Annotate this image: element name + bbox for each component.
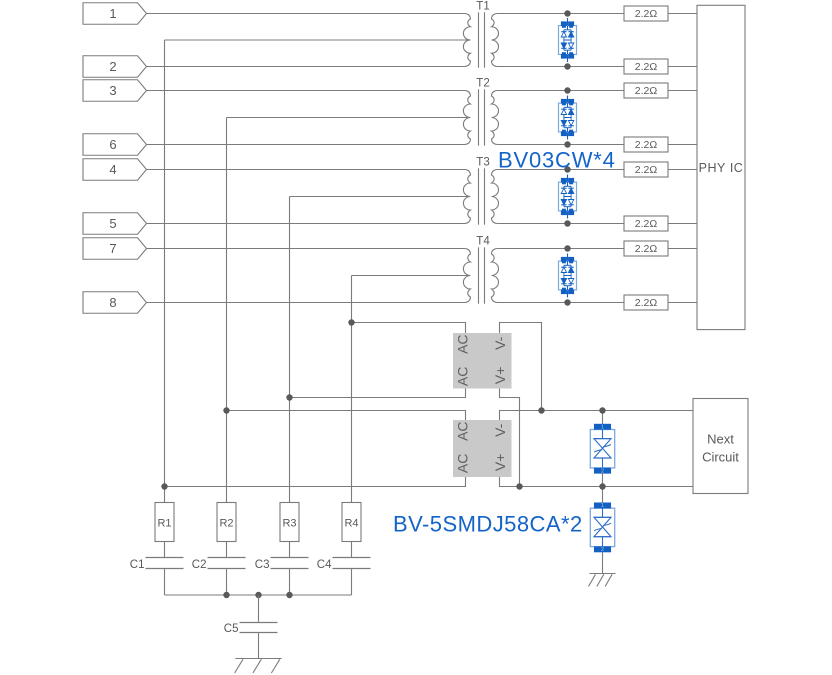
- svg-text:T4: T4: [476, 236, 490, 248]
- svg-text:V+: V+: [492, 454, 508, 472]
- svg-text:2.2Ω: 2.2Ω: [635, 85, 658, 97]
- svg-text:T2: T2: [476, 78, 489, 90]
- svg-text:R3: R3: [282, 518, 296, 530]
- svg-text:2.2Ω: 2.2Ω: [635, 243, 658, 255]
- svg-text:2.2Ω: 2.2Ω: [635, 164, 658, 176]
- svg-text:R2: R2: [219, 518, 233, 530]
- svg-text:T3: T3: [476, 157, 489, 169]
- svg-text:Circuit: Circuit: [702, 450, 739, 465]
- svg-text:AC: AC: [454, 454, 470, 473]
- svg-text:2: 2: [109, 59, 116, 74]
- svg-text:5: 5: [109, 216, 116, 231]
- svg-text:1: 1: [109, 6, 116, 21]
- svg-text:R4: R4: [344, 518, 358, 530]
- svg-text:T1: T1: [476, 1, 489, 13]
- svg-text:2: 2: [601, 547, 604, 553]
- svg-text:PHY IC: PHY IC: [699, 161, 744, 175]
- svg-text:C4: C4: [317, 559, 332, 571]
- svg-text:4: 4: [109, 162, 116, 177]
- svg-text:C1: C1: [130, 559, 145, 571]
- svg-text:V-: V-: [492, 423, 508, 437]
- svg-text:AC: AC: [454, 334, 470, 353]
- svg-text:AC: AC: [454, 421, 470, 440]
- svg-text:C3: C3: [255, 559, 270, 571]
- svg-text:3: 3: [109, 83, 116, 98]
- svg-text:Next: Next: [707, 432, 734, 447]
- svg-text:2.2Ω: 2.2Ω: [635, 61, 658, 73]
- svg-text:2.2Ω: 2.2Ω: [635, 218, 658, 230]
- svg-text:8: 8: [109, 295, 116, 310]
- svg-text:1: 1: [601, 425, 604, 431]
- svg-text:2.2Ω: 2.2Ω: [635, 139, 658, 151]
- svg-text:7: 7: [109, 241, 116, 256]
- svg-text:AC: AC: [454, 367, 470, 386]
- svg-text:BV03CW*4: BV03CW*4: [498, 148, 616, 173]
- svg-text:V+: V+: [492, 367, 508, 385]
- svg-text:2.2Ω: 2.2Ω: [635, 8, 658, 20]
- svg-text:C2: C2: [192, 559, 207, 571]
- svg-text:2: 2: [601, 469, 604, 475]
- svg-text:R1: R1: [157, 518, 171, 530]
- svg-text:BV-5SMDJ58CA*2: BV-5SMDJ58CA*2: [393, 512, 583, 537]
- svg-text:1: 1: [601, 503, 604, 509]
- svg-text:6: 6: [109, 137, 116, 152]
- svg-text:C5: C5: [224, 623, 239, 635]
- svg-text:2.2Ω: 2.2Ω: [635, 297, 658, 309]
- svg-text:V-: V-: [492, 336, 508, 350]
